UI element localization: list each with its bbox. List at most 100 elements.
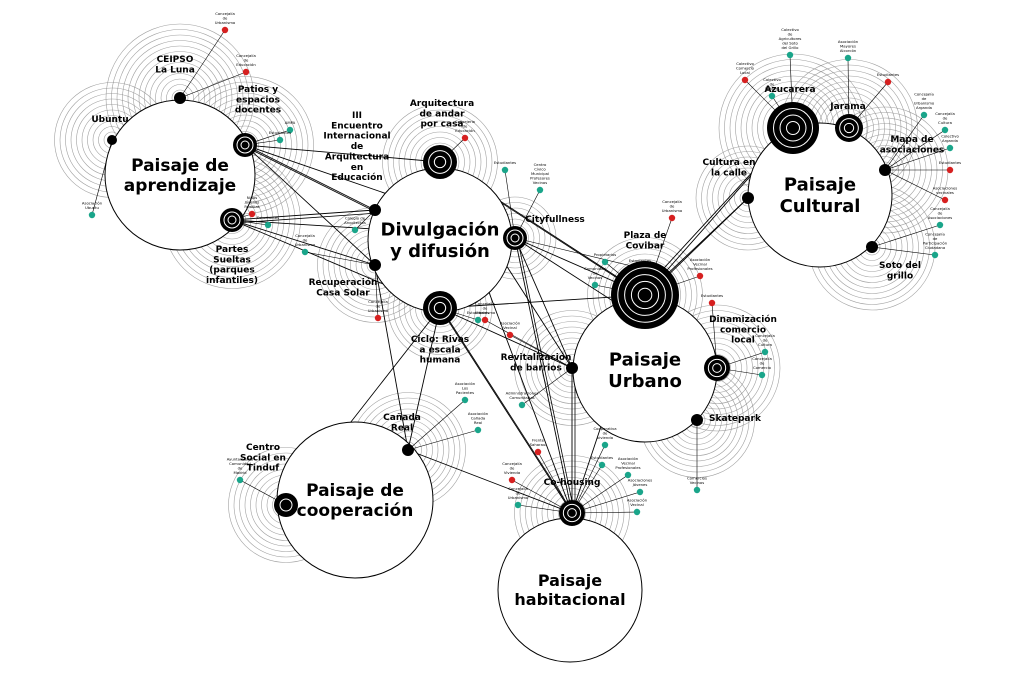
node-label-line: infantiles) [206, 276, 258, 286]
stakeholder-dot-teal [624, 471, 632, 479]
stakeholder-link [514, 237, 641, 269]
node-label-line: por casa [420, 120, 463, 130]
stakeholder-dot-teal [591, 281, 599, 289]
stakeholder-label-line: Arganda [942, 138, 958, 143]
stakeholder-label-line: Colectivo [736, 61, 754, 66]
stakeholder-label-line: de [763, 338, 768, 343]
stakeholder-label-line: de [516, 491, 521, 496]
node-label-line: Cityfullness [525, 215, 585, 225]
stakeholder-label-line: Municipal [531, 171, 549, 176]
stakeholder-label-line: Familias [244, 204, 259, 209]
node-inner-ring [428, 150, 452, 174]
node-label-line: Encuentro [331, 121, 383, 131]
stakeholder-dot-teal [598, 461, 606, 469]
landscape-title-line: Paisaje de [306, 481, 404, 501]
node-inner-ring [562, 503, 582, 523]
stakeholder-dot-teal [693, 486, 701, 494]
stakeholder-link [304, 251, 376, 266]
stakeholder-label-line: Asociación [618, 456, 639, 461]
stakeholder-label-line: Propietarios [594, 252, 617, 257]
connection-line [514, 237, 573, 369]
stakeholder-label-line: de [922, 96, 927, 101]
stakeholder-label-line: Vecinal [621, 461, 635, 466]
node-label-line: asociaciones [880, 145, 945, 155]
stakeholder-label-line: de [670, 204, 675, 209]
landscape-title-line: cooperación [297, 501, 414, 521]
stakeholder-dot-red [884, 78, 892, 86]
stakeholder-dot-teal [518, 401, 526, 409]
stakeholder-dot-red [708, 299, 716, 307]
node-label-line: docentes [235, 106, 281, 116]
node-inner-ring [433, 155, 447, 169]
stakeholder-dot-teal [920, 111, 928, 119]
stakeholder-label-line: Consejería [455, 119, 475, 124]
stakeholder-label-line: Concejalía [925, 232, 945, 237]
node-inner-ring [637, 287, 653, 303]
node-label-skatepark: Skatepark [709, 414, 762, 424]
node-inner-ring [786, 121, 800, 135]
stakeholder-dot-teal [936, 221, 944, 229]
node-label-cityfullness: Cityfullness [525, 215, 585, 225]
node-label-line: Arquitectura [410, 99, 474, 109]
stakeholder-label-line: Jóvenes [244, 200, 260, 205]
stakeholder-label-line: Urbanismo [914, 101, 935, 106]
stakeholder-label-line: de [463, 124, 468, 129]
node-label-line: CEIPSO [157, 55, 194, 65]
connection-line [234, 212, 379, 224]
node-inner-ring [617, 267, 673, 323]
stakeholder-label-line: Concejalía [935, 111, 955, 116]
node-label-line: Centro [246, 443, 280, 453]
stakeholder-dot-teal [844, 54, 852, 62]
stakeholder-label-line: Urbanismo [215, 20, 236, 25]
node-label-line: Patios y [238, 85, 278, 95]
node-inner-ring [630, 280, 660, 310]
stakeholder-label-line: Asociación [455, 381, 476, 386]
stakeholder-dot-teal [636, 488, 644, 496]
stakeholder-label-line: Pacientes [456, 390, 474, 395]
stakeholder-label-line: de [303, 238, 308, 243]
stakeholder-label-line: Frente [532, 438, 545, 443]
stakeholder-label-line: Urbanismo [368, 308, 389, 313]
node-inner-ring [428, 296, 452, 320]
stakeholder-label-line: Estudiantes [701, 293, 723, 298]
stakeholder-dot-red [668, 214, 676, 222]
connection-line [244, 144, 376, 266]
stakeholder-dot-teal [88, 211, 96, 219]
node-label-line: Ciclo: Rivas [411, 335, 469, 345]
stakeholder-link [871, 246, 936, 256]
stakeholder-dot-teal [633, 508, 641, 516]
stakeholder-label-line: Estudiantes [257, 215, 279, 220]
stakeholder-label-line: Comunidad [229, 461, 251, 466]
stakeholder-label-line: Cañada [471, 416, 485, 421]
stakeholder-label-line: Cultura [758, 342, 772, 347]
node-label-line: Casa Solar [316, 288, 370, 298]
stakeholder-label-line: Concejalía [930, 206, 950, 211]
connection-line [247, 147, 379, 214]
stakeholder-link [407, 429, 479, 451]
node-label-line: Covibar [626, 241, 665, 251]
stakeholder-link [179, 71, 247, 99]
stakeholder-label-line: Urbanismo [295, 242, 316, 247]
node-label-line: Azucarera [764, 85, 815, 95]
